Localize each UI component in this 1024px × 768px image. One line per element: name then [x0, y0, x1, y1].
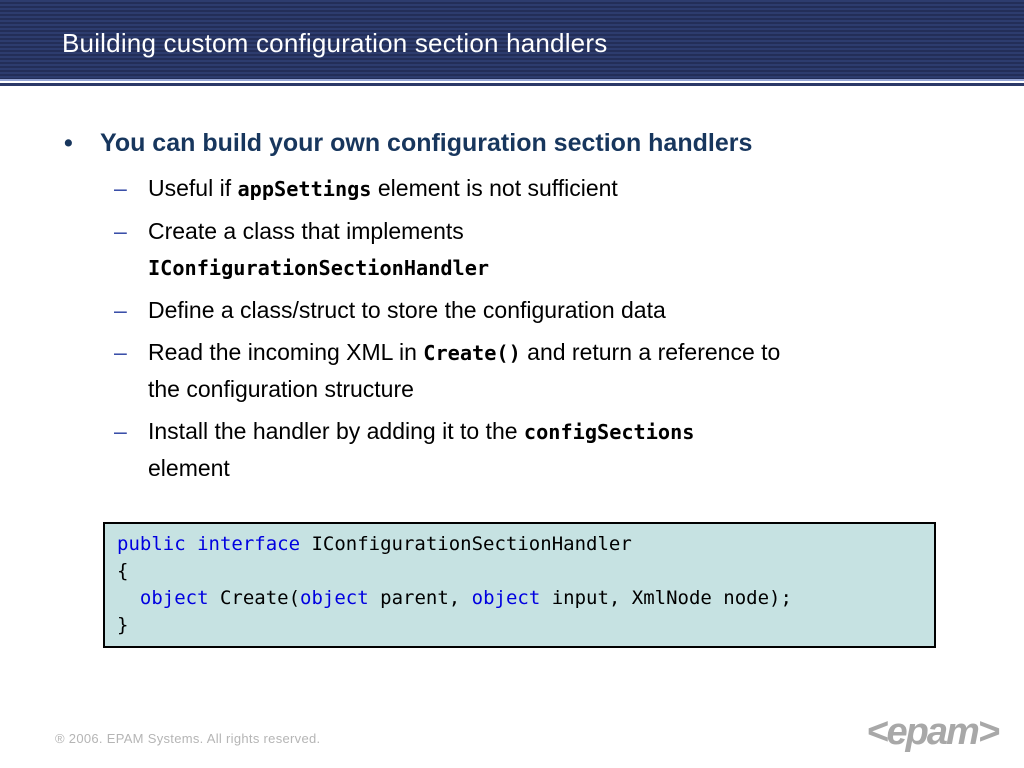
text-segment: element: [148, 455, 230, 481]
main-bullet: • You can build your own configuration s…: [0, 128, 1024, 158]
dash-marker: –: [114, 297, 127, 323]
sub-bullet-install-handler: – Install the handler by adding it to th…: [0, 413, 1024, 486]
dash-marker: –: [114, 339, 127, 365]
slide-header: Building custom configuration section ha…: [0, 0, 1024, 86]
text-segment: element is not sufficient: [371, 175, 618, 201]
code-line-4: }: [117, 614, 129, 636]
code-line-2: {: [117, 560, 129, 582]
inline-code-create: Create(): [423, 341, 521, 365]
code-snippet-box: public interface IConfigurationSectionHa…: [103, 522, 936, 648]
text-segment: Read the incoming XML in: [148, 339, 424, 365]
text-segment: Install the handler by adding it to the: [148, 418, 524, 444]
sub-bullet-define-struct: – Define a class/struct to store the con…: [0, 292, 1024, 328]
code-keyword: object: [139, 587, 209, 609]
dash-marker: –: [114, 418, 127, 444]
dash-marker: –: [114, 218, 127, 244]
code-text: input, XmlNode node);: [540, 587, 792, 609]
epam-logo: <epam>: [866, 711, 1000, 753]
code-text: Create(: [208, 587, 301, 609]
code-text: parent,: [368, 587, 472, 609]
text-segment: Useful if: [148, 175, 238, 201]
code-indent: [117, 587, 140, 609]
code-line-3: object Create(object parent, object inpu…: [117, 585, 922, 612]
sub-bullet-text: Read the incoming XML in Create() and re…: [148, 334, 780, 407]
sub-bullet-read-xml: – Read the incoming XML in Create() and …: [0, 334, 1024, 407]
sub-bullet-text: Define a class/struct to store the confi…: [148, 297, 666, 323]
inline-code-iconfigurationsectionhandler: IConfigurationSectionHandler: [148, 256, 490, 280]
header-divider-white: [0, 81, 1024, 83]
text-segment: the configuration structure: [148, 376, 414, 402]
dash-marker: –: [114, 175, 127, 201]
sub-bullet-text: Install the handler by adding it to the …: [148, 413, 694, 486]
header-striped-band: Building custom configuration section ha…: [0, 0, 1024, 79]
sub-bullet-text: Useful if appSettings element is not suf…: [148, 170, 618, 207]
bullet-dot-marker: •: [64, 129, 73, 157]
code-keyword: public interface: [117, 533, 301, 555]
code-keyword: object: [300, 587, 369, 609]
header-divider-light: [0, 79, 1024, 81]
sub-bullet-usefulness: – Useful if appSettings element is not s…: [0, 170, 1024, 207]
main-bullet-text: You can build your own configuration sec…: [100, 129, 753, 157]
header-divider-navy: [0, 83, 1024, 86]
code-line-1: public interface IConfigurationSectionHa…: [117, 531, 922, 558]
text-segment: Create a class that implements: [148, 218, 464, 244]
copyright-text: ® 2006. EPAM Systems. All rights reserve…: [55, 731, 321, 746]
page-title: Building custom configuration section ha…: [62, 28, 608, 58]
code-keyword: object: [471, 587, 541, 609]
inline-code-configsections: configSections: [523, 420, 695, 444]
slide-body: • You can build your own configuration s…: [0, 86, 1024, 648]
text-segment: and return a reference to: [520, 339, 781, 365]
inline-code-appsettings: appSettings: [237, 177, 372, 201]
code-text: IConfigurationSectionHandler: [300, 533, 632, 555]
